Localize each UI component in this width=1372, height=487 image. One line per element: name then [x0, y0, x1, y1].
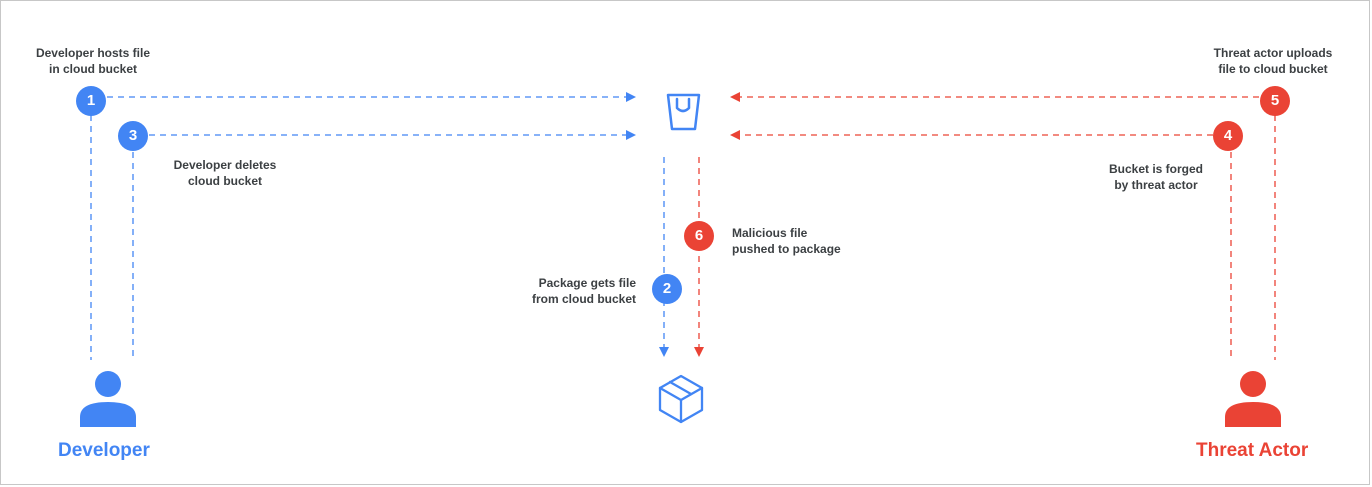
step-6-label-line-1: Malicious file	[732, 226, 808, 240]
step-4-label-line-1: Bucket is forged	[1108, 162, 1204, 176]
threat-actor-label: Threat Actor	[1196, 440, 1309, 461]
step-4-label: Bucket is forged by threat actor	[1086, 161, 1226, 193]
developer-label: Developer	[58, 440, 150, 461]
step-4-label-line-2: by threat actor	[1114, 178, 1198, 192]
step-5-label-line-2: file to cloud bucket	[1218, 62, 1328, 76]
step-3-badge: 3	[118, 121, 148, 151]
step-1-badge: 1	[76, 86, 106, 116]
step-4-badge: 4	[1213, 121, 1243, 151]
step-5-badge: 5	[1260, 86, 1290, 116]
step-3-label: Developer deletes cloud bucket	[155, 157, 295, 189]
step-2-label-line-1: Package gets file	[538, 276, 636, 290]
step-6-label-line-2: pushed to package	[732, 242, 841, 256]
step-2-label-line-2: from cloud bucket	[531, 292, 636, 306]
package-box-icon	[658, 374, 704, 424]
step-5-label-line-1: Threat actor uploads	[1213, 46, 1333, 60]
step-6-label: Malicious file pushed to package	[732, 225, 882, 257]
step-1-label-line-1: Developer hosts file	[35, 46, 151, 60]
threat-actor-person-icon	[1225, 371, 1281, 427]
step-1-label-line-2: in cloud bucket	[48, 62, 137, 76]
step-3-label-line-1: Developer deletes	[173, 158, 277, 172]
developer-person-icon	[80, 371, 136, 427]
step-2-label: Package gets file from cloud bucket	[486, 275, 636, 307]
step-2-badge: 2	[652, 274, 682, 304]
step-1-label: Developer hosts file in cloud bucket	[18, 45, 168, 77]
step-6-badge: 6	[684, 221, 714, 251]
step-5-label: Threat actor uploads file to cloud bucke…	[1188, 45, 1358, 77]
cloud-bucket-icon	[666, 93, 701, 131]
step-3-label-line-2: cloud bucket	[187, 174, 262, 188]
